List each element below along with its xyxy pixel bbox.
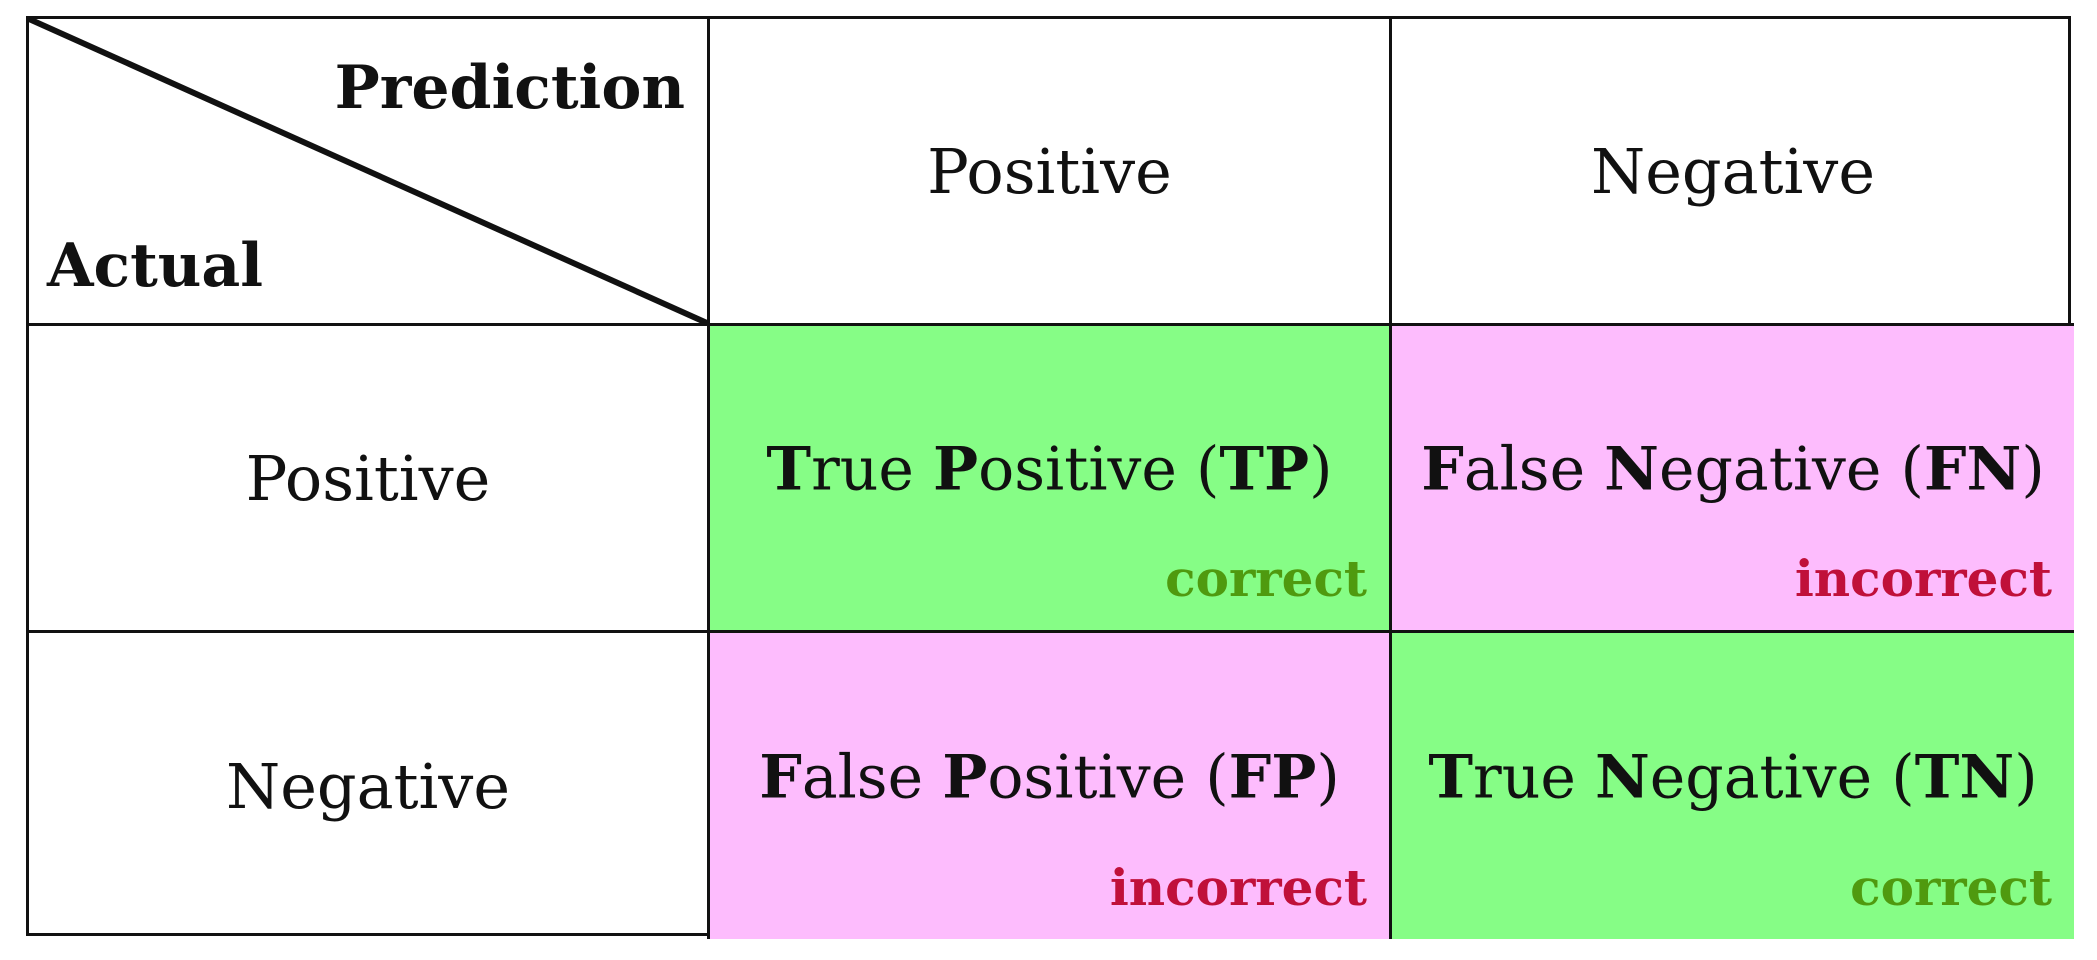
- prediction-axis-label: Prediction: [334, 53, 685, 123]
- verdict-correct: correct: [1165, 549, 1367, 608]
- column-header-label: Negative: [1590, 134, 1876, 208]
- false-positive-cell: False Positive (FP) incorrect: [710, 633, 1392, 939]
- column-header-positive: Positive: [710, 19, 1392, 326]
- row-header-positive: Positive: [29, 326, 710, 633]
- column-header-negative: Negative: [1392, 19, 2074, 326]
- true-positive-cell: True Positive (TP) correct: [710, 326, 1392, 633]
- verdict-correct: correct: [1850, 858, 2052, 917]
- diagonal-divider: [29, 19, 707, 323]
- column-header-label: Positive: [927, 134, 1172, 208]
- confusion-matrix: Prediction Actual Positive Negative Posi…: [26, 16, 2074, 939]
- outcome-label: False Negative (FN): [1421, 434, 2045, 505]
- outcome-label: True Positive (TP): [766, 434, 1333, 505]
- verdict-incorrect: incorrect: [1109, 858, 1367, 917]
- actual-axis-label: Actual: [47, 231, 264, 301]
- false-negative-cell: False Negative (FN) incorrect: [1392, 326, 2074, 633]
- corner-header-cell: Prediction Actual: [29, 19, 710, 326]
- row-header-label: Positive: [245, 441, 491, 515]
- row-header-label: Negative: [225, 749, 511, 823]
- outcome-label: True Negative (TN): [1428, 742, 2038, 813]
- outcome-label: False Positive (FP): [759, 742, 1340, 813]
- verdict-incorrect: incorrect: [1794, 549, 2052, 608]
- row-header-negative: Negative: [29, 633, 710, 939]
- true-negative-cell: True Negative (TN) correct: [1392, 633, 2074, 939]
